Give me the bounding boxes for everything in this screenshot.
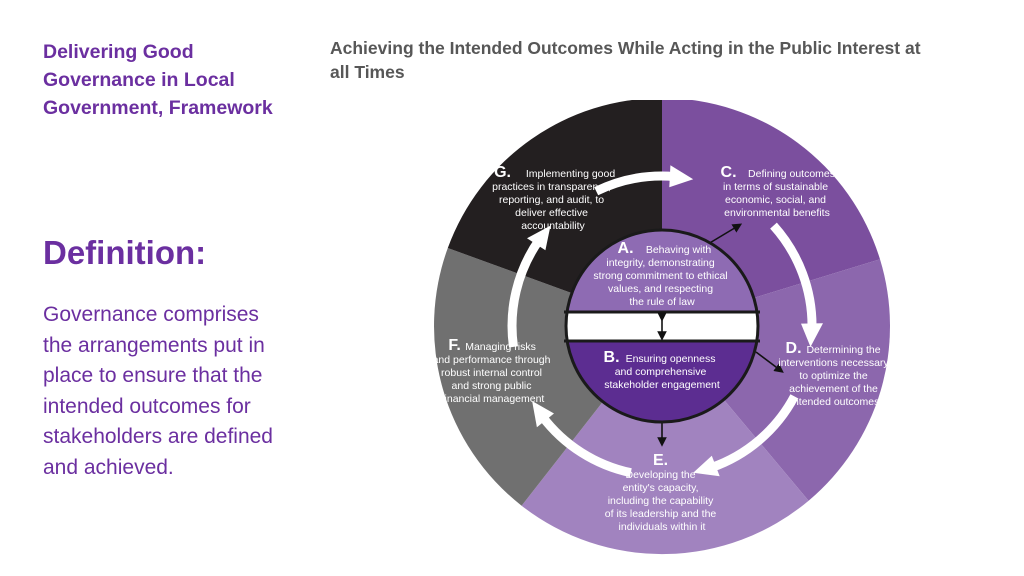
cycle-arrowhead-5 [527, 225, 551, 251]
center-band [566, 312, 758, 342]
definition-line: Governance comprises [43, 303, 259, 326]
definition-line: intended outcomes for [43, 394, 251, 418]
cycle-arrow-1 [594, 171, 676, 196]
definition-line: and achieved. [43, 455, 174, 479]
framework-title-line: Governance in Local [43, 69, 235, 91]
diagram-title-line: Achieving the Intended Outcomes While Ac… [330, 38, 921, 58]
principle-e-letter: E. [653, 452, 668, 469]
principle-e-text: E. Developing the entity's capacity, inc… [605, 452, 719, 533]
definition-line: place to ensure that the [43, 364, 263, 388]
principle-d-text: D. Determining the interventions necessa… [778, 340, 891, 408]
definition-body: Governance comprises the arrangements pu… [43, 300, 318, 484]
definition-line: the arrangements put in [43, 333, 265, 357]
definition-heading: Definition: [43, 234, 207, 271]
governance-framework-diagram: G. Implementing good practices in transp… [433, 100, 891, 555]
principle-a-letter: A. [618, 240, 634, 257]
definition-line: stakeholders are defined [43, 425, 273, 449]
cycle-arrowhead-1 [669, 165, 694, 188]
cycle-arrowhead-3 [693, 455, 720, 477]
cycle-arrows [507, 165, 823, 478]
principle-f-letter: F. [448, 337, 460, 354]
principle-g-letter: G. [494, 164, 511, 181]
framework-title-line: Delivering Good [43, 41, 194, 63]
principle-f-text: F. Managing risks and performance throug… [433, 337, 554, 405]
principle-c-text: C. Defining outcomes in terms of sustain… [721, 164, 838, 219]
framework-title-line: Government, Framework [43, 97, 273, 119]
cycle-arrowhead-4 [532, 401, 554, 428]
principle-a-text: A. Behaving with integrity, demonstratin… [593, 240, 730, 308]
diagram-title: Achieving the Intended Outcomes While Ac… [330, 36, 1010, 84]
principle-g-text: G. Implementing good practices in transp… [492, 164, 618, 232]
cycle-arrow-5 [507, 237, 543, 348]
connector-arrow-d [755, 351, 784, 373]
cycle-arrow-4 [538, 413, 632, 478]
principle-c-letter: C. [721, 164, 737, 181]
diagram-title-line: all Times [330, 62, 405, 82]
cycle-arrow-2 [770, 222, 817, 329]
cycle-arrowhead-2 [801, 323, 823, 347]
cycle-arrow-3 [709, 394, 799, 473]
framework-title: Delivering Good Governance in Local Gove… [43, 38, 303, 122]
principle-b-letter: B. [604, 349, 620, 366]
principle-d-letter: D. [786, 340, 802, 357]
principle-b-text: B. Ensuring openness and comprehensive s… [604, 349, 720, 391]
